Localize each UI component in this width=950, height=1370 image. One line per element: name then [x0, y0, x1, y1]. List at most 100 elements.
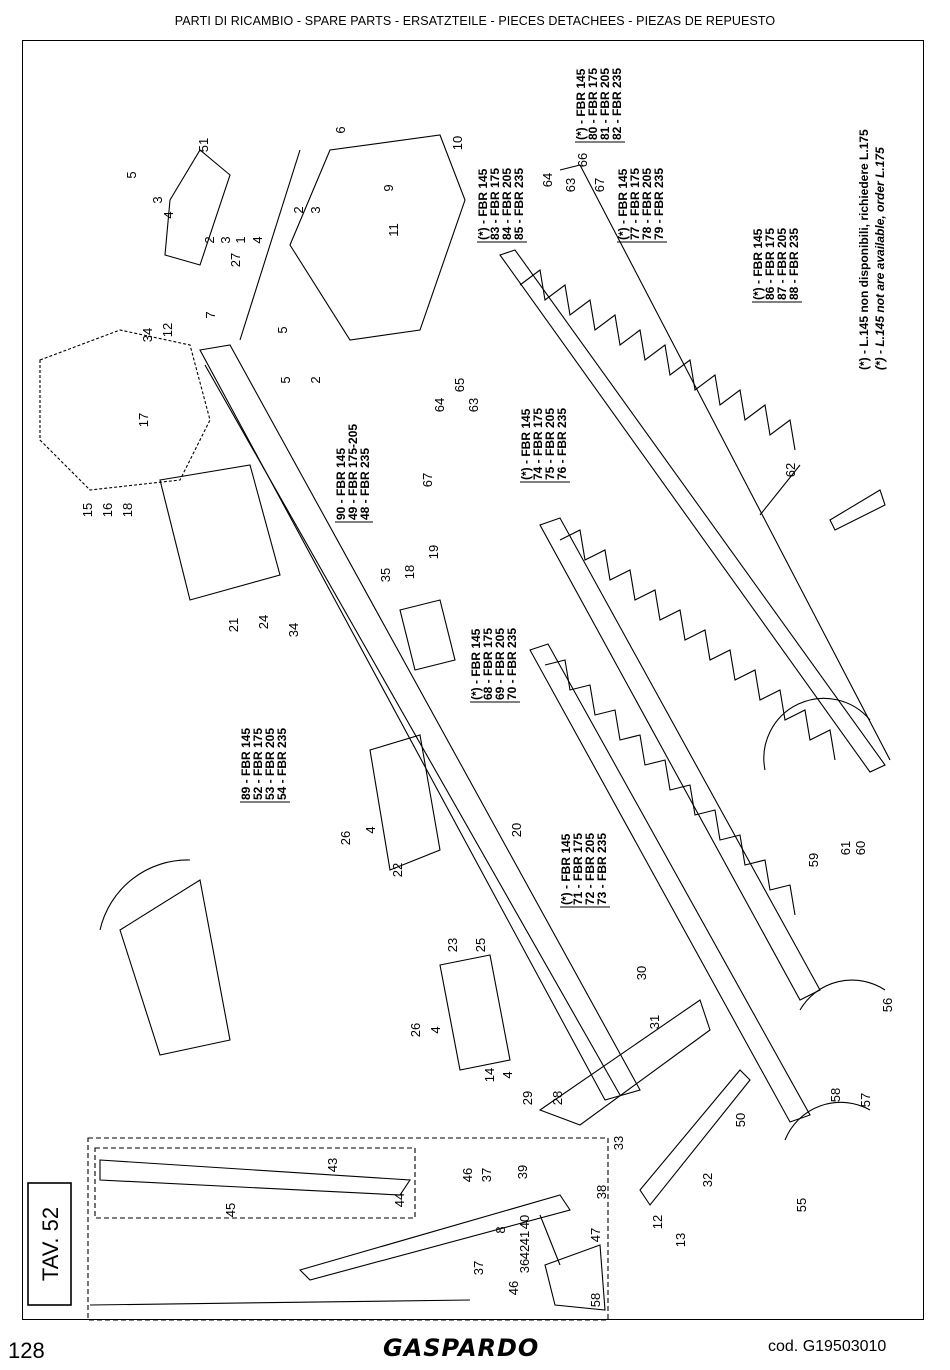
part-callout: 21: [226, 618, 241, 632]
part-callout: 64: [540, 173, 555, 187]
rod-47: [89, 1299, 471, 1306]
page-number: 128: [8, 1338, 45, 1363]
part-callout: 5: [278, 376, 293, 383]
teeth-row-2: [559, 529, 836, 761]
part-callout: 63: [466, 398, 481, 412]
part-callout: 58: [828, 1088, 843, 1102]
part-callout: 57: [858, 1093, 873, 1107]
part-callout: 10: [450, 136, 465, 150]
part-block-line: 48 - FBR 235: [358, 448, 372, 520]
part-block-line: 73 - FBR 235: [595, 833, 609, 905]
part-callout: 44: [392, 1193, 407, 1207]
part-block-line: (*) - FBR 145: [616, 168, 630, 240]
part-callout: 13: [673, 1233, 688, 1247]
part-callout: 34: [286, 623, 301, 637]
part-callout: 32: [700, 1173, 715, 1187]
part-callout: 50: [733, 1113, 748, 1127]
part-callout: 30: [634, 966, 649, 980]
part-block-line: 84 - FBR 205: [500, 168, 514, 240]
brand-logo: GASPARDO: [383, 1334, 540, 1362]
part-callout: 37: [471, 1261, 486, 1275]
part-block-line: (*) - FBR 145: [751, 228, 765, 300]
part-block-line: 75 - FBR 205: [543, 408, 557, 480]
part-callout: 59: [806, 853, 821, 867]
part-callout: 18: [120, 503, 135, 517]
part-callout: 28: [550, 1091, 565, 1105]
zoom-plate: [119, 879, 231, 1056]
part-callout: 56: [880, 998, 895, 1012]
part-callout: 67: [592, 178, 607, 192]
part-block-line: 80 - FBR 175: [586, 68, 600, 140]
part-block-line: (*) - FBR 145: [574, 68, 588, 140]
part-callout: 4: [428, 1026, 443, 1033]
detail-circle-56: [799, 979, 886, 1011]
part-block-line: 87 - FBR 205: [775, 228, 789, 300]
part-callout: 2: [291, 206, 306, 213]
part-block-line: 70 - FBR 235: [505, 628, 519, 700]
part-callout: 66: [575, 153, 590, 167]
part-block-line: 90 - FBR 145: [334, 448, 348, 520]
skid-8: [298, 1194, 571, 1281]
part-callout: 63: [563, 178, 578, 192]
part-callout: 46: [506, 1281, 521, 1295]
part-callout: 12: [160, 323, 175, 337]
part-callout: 3: [218, 236, 233, 243]
part-block-line: 77 - FBR 175: [628, 168, 642, 240]
part-block-line: 72 - FBR 205: [583, 833, 597, 905]
part-callout: 4: [363, 826, 378, 833]
lower-knife-bar-2: [529, 643, 811, 1123]
divider-arm: [639, 1069, 751, 1206]
part-callout: 15: [80, 503, 95, 517]
availability-notes: (*) - L.145 non disponibili, richiedere …: [857, 129, 887, 370]
part-callout: 12: [650, 1215, 665, 1229]
part-callout: 4: [250, 236, 265, 243]
part-callout: 26: [408, 1023, 423, 1037]
part-callout: 4: [500, 1071, 515, 1078]
part-callout: 11: [386, 223, 401, 237]
document-code: cod. G19503010: [768, 1338, 887, 1355]
spring-62: [759, 464, 801, 516]
part-callout: 16: [100, 503, 115, 517]
part-callout: 42: [517, 1245, 532, 1259]
left-plates: [159, 464, 281, 601]
part-block-line: (*) - FBR 145: [476, 168, 490, 240]
part-callout: 34: [140, 328, 155, 342]
page-header: PARTI DI RICAMBIO - SPARE PARTS - ERSATZ…: [174, 14, 776, 28]
part-callout: 9: [381, 184, 396, 191]
part-block-line: 69 - FBR 205: [493, 628, 507, 700]
part-callout: 27: [228, 253, 243, 267]
part-callout: 60: [853, 841, 868, 855]
part-callout: 33: [611, 1136, 626, 1150]
part-callout: 3: [150, 196, 165, 203]
part-callout: 58: [588, 1293, 603, 1307]
detail-circle-55: [784, 1101, 871, 1141]
mid-plates: [369, 734, 441, 871]
part-callout: 36: [517, 1259, 532, 1273]
part-block-line: 82 - FBR 235: [610, 68, 624, 140]
part-callout: 1: [233, 236, 248, 243]
part-block-line: (*) - FBR 145: [519, 408, 533, 480]
part-block-line: 52 - FBR 175: [251, 728, 265, 800]
part-block-line: 76 - FBR 235: [555, 408, 569, 480]
part-block-line: 49 - FBR 175-205: [346, 424, 360, 520]
part-callout: 5: [124, 171, 139, 178]
part-block-line: 78 - FBR 205: [640, 168, 654, 240]
part-callout: 26: [338, 831, 353, 845]
arm-36: [544, 1244, 606, 1311]
part-block-line: 85 - FBR 235: [512, 168, 526, 240]
top-bracket: [164, 149, 231, 266]
part-block-line: 86 - FBR 175: [763, 228, 777, 300]
part-callout: 40: [517, 1215, 532, 1229]
deflector: [829, 489, 886, 531]
part-callout: 2: [308, 376, 323, 383]
part-callout: 51: [196, 138, 211, 152]
teeth-row-3: [544, 659, 796, 916]
